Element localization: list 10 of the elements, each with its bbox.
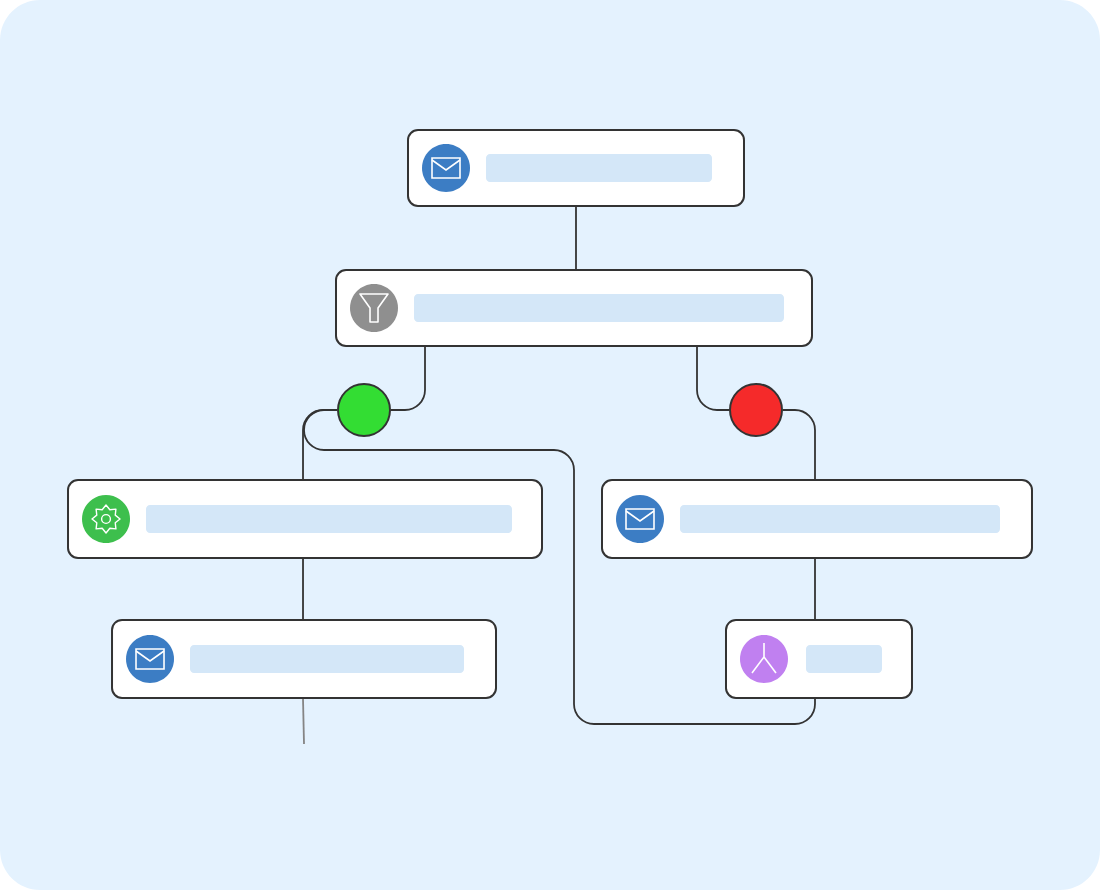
connector [390,346,426,411]
connector [575,206,577,270]
connector [302,698,305,745]
connector [814,558,816,620]
connector [302,558,304,620]
connector [696,346,730,411]
connector [782,409,816,480]
junction-circle [729,383,783,437]
connector [303,409,816,725]
junction-circle [337,383,391,437]
